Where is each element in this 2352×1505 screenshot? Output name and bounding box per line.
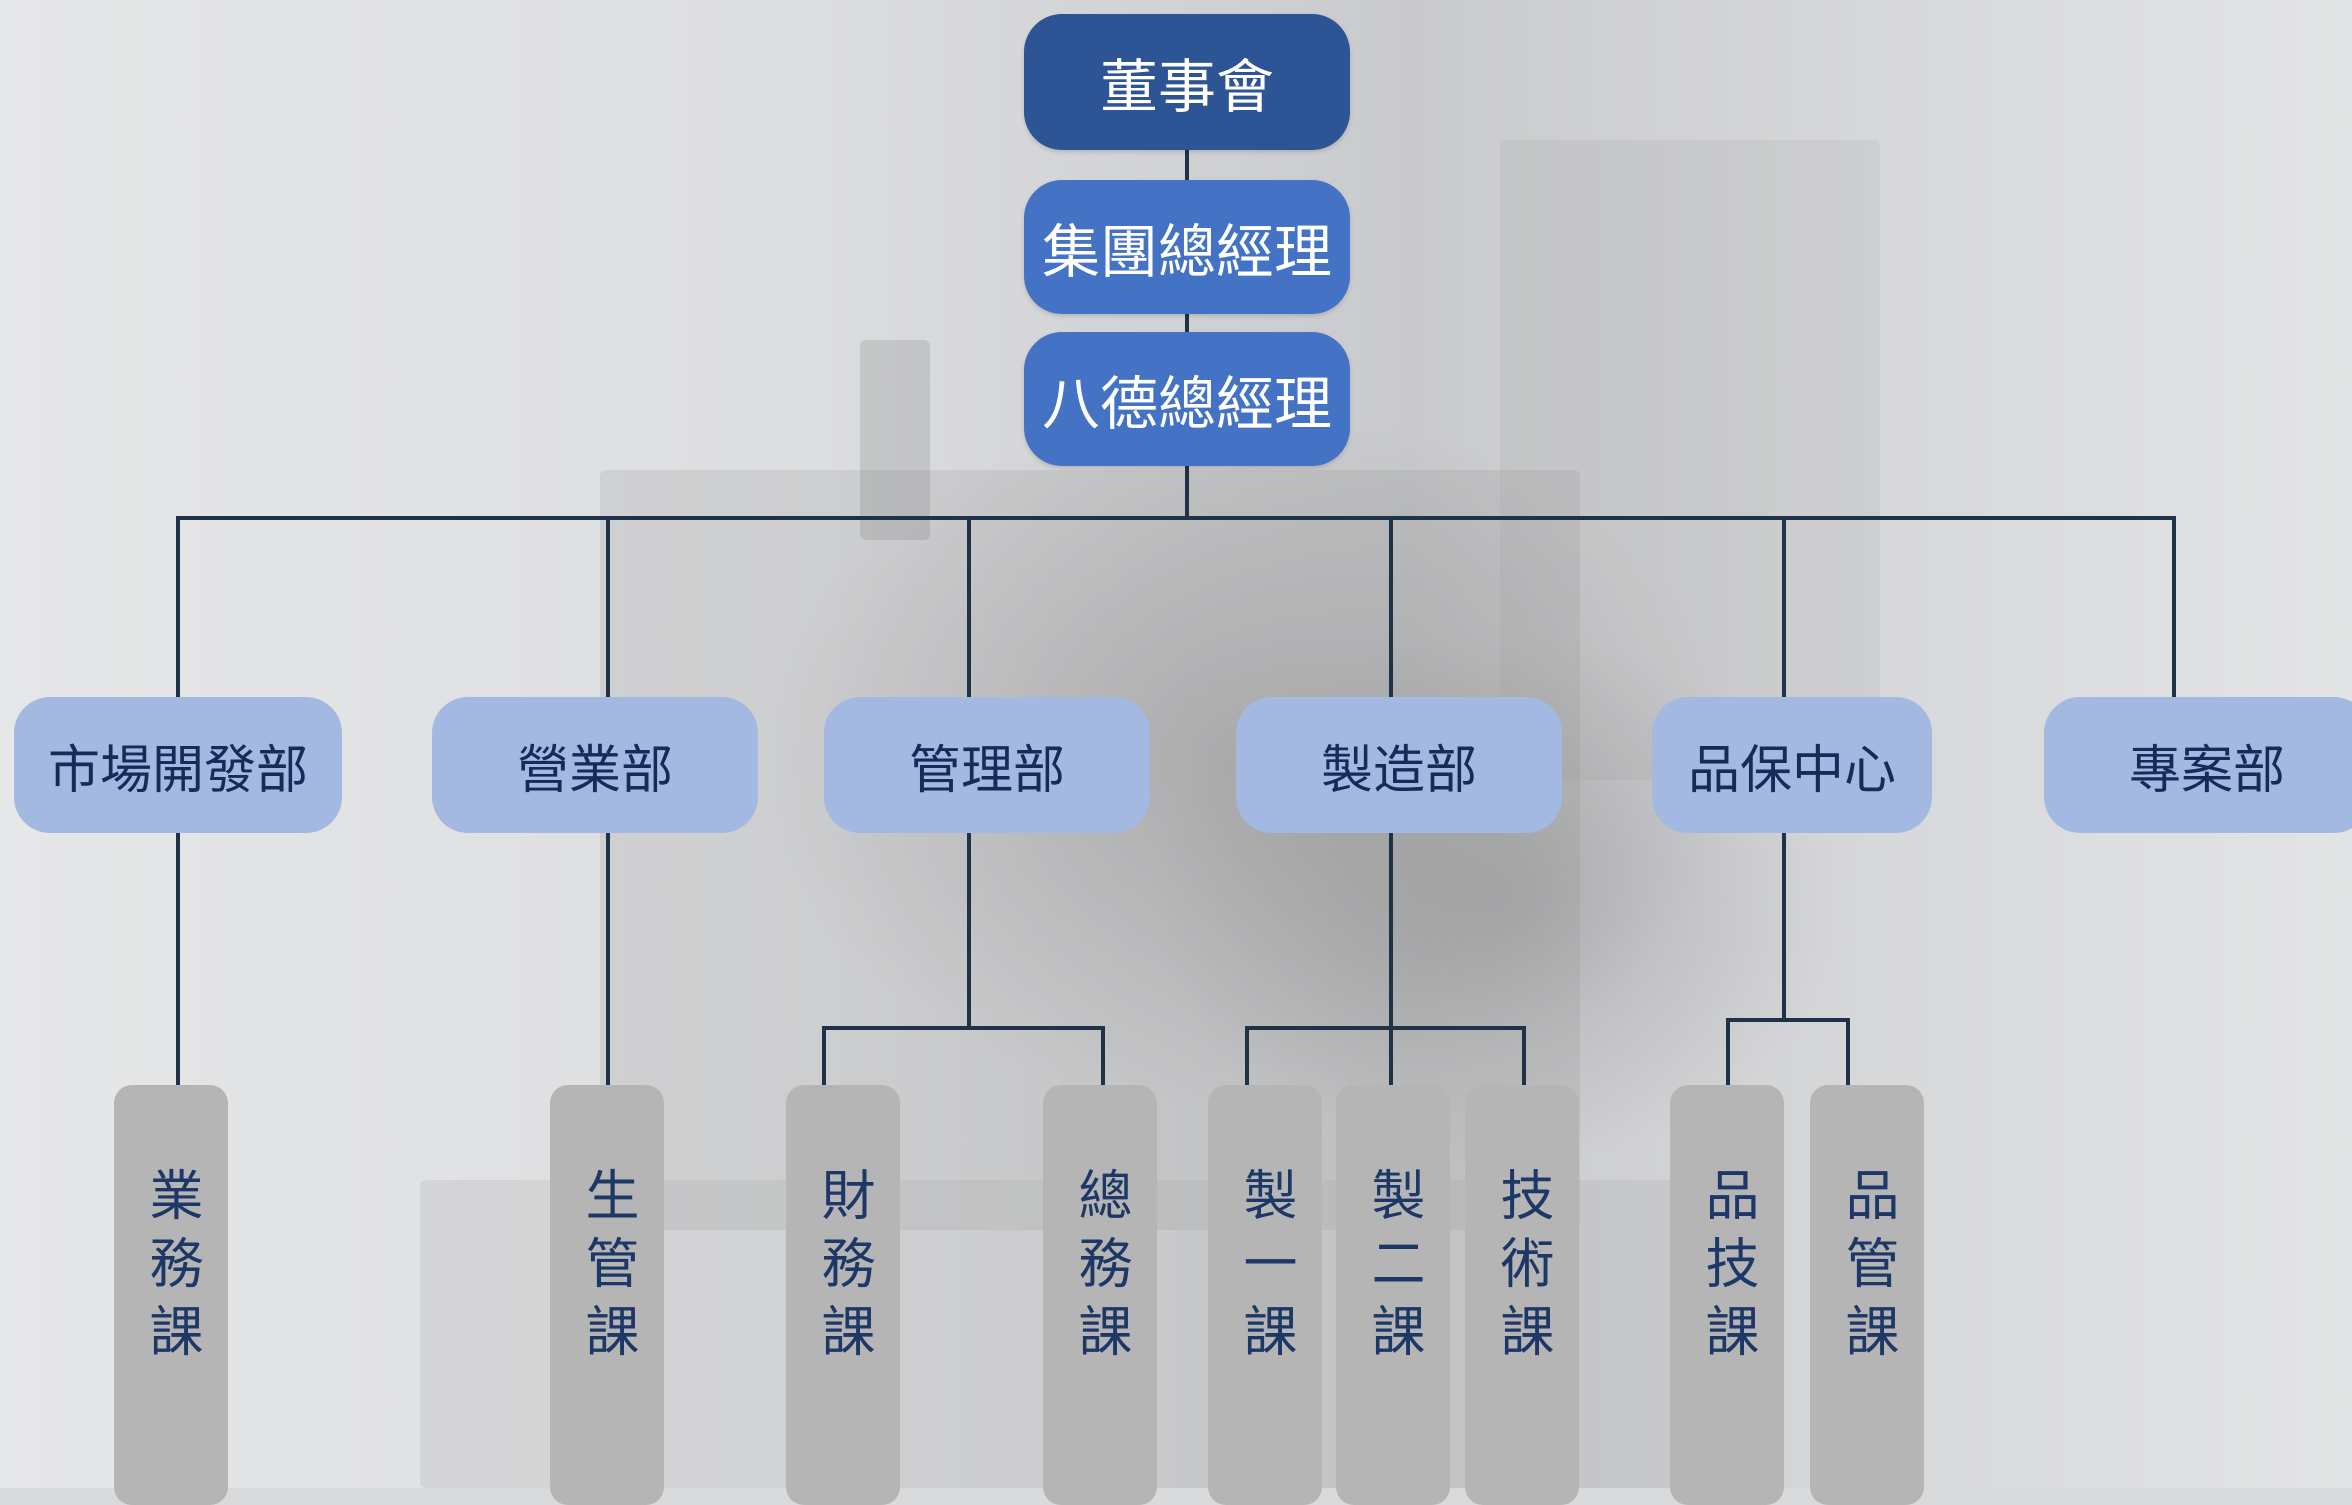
dept-manufacturing: 製造部 xyxy=(1236,697,1562,833)
section-quality-tech: 品技課 xyxy=(1670,1085,1784,1505)
section-production-2: 製二課 xyxy=(1336,1085,1450,1505)
dept-projects: 專案部 xyxy=(2044,697,2352,833)
section-general-affairs: 總務課 xyxy=(1043,1085,1157,1505)
board-label: 董事會 xyxy=(1099,53,1274,121)
dept-label: 管理部 xyxy=(908,740,1065,801)
dept-label: 市場開發部 xyxy=(47,740,308,801)
section-label: 技術課 xyxy=(1491,1167,1554,1371)
section-production-control: 生管課 xyxy=(550,1085,664,1505)
section-quality-control: 品管課 xyxy=(1810,1085,1924,1505)
group-gm-label: 集團總經理 xyxy=(1041,218,1332,286)
section-label: 製二課 xyxy=(1362,1167,1425,1371)
dept-label: 品保中心 xyxy=(1687,740,1896,801)
section-label: 品管課 xyxy=(1836,1167,1899,1371)
section-label: 總務課 xyxy=(1069,1167,1132,1371)
section-label: 生管課 xyxy=(576,1167,639,1371)
dept-label: 專案部 xyxy=(2128,740,2285,801)
dept-management: 管理部 xyxy=(824,697,1150,833)
section-technical: 技術課 xyxy=(1465,1085,1579,1505)
section-label: 製一課 xyxy=(1234,1167,1297,1371)
dept-label: 營業部 xyxy=(516,740,673,801)
bade-gm-node: 八德總經理 xyxy=(1024,332,1350,466)
dept-sales: 營業部 xyxy=(432,697,758,833)
board-node: 董事會 xyxy=(1024,14,1350,150)
section-finance: 財務課 xyxy=(786,1085,900,1505)
section-production-1: 製一課 xyxy=(1208,1085,1322,1505)
section-label: 財務課 xyxy=(812,1167,875,1371)
section-business: 業務課 xyxy=(114,1085,228,1505)
dept-quality-center: 品保中心 xyxy=(1652,697,1932,833)
section-label: 業務課 xyxy=(140,1167,203,1371)
dept-market-development: 市場開發部 xyxy=(14,697,342,833)
bade-gm-label: 八德總經理 xyxy=(1041,370,1332,438)
dept-label: 製造部 xyxy=(1320,740,1477,801)
section-label: 品技課 xyxy=(1696,1167,1759,1371)
group-gm-node: 集團總經理 xyxy=(1024,180,1350,314)
